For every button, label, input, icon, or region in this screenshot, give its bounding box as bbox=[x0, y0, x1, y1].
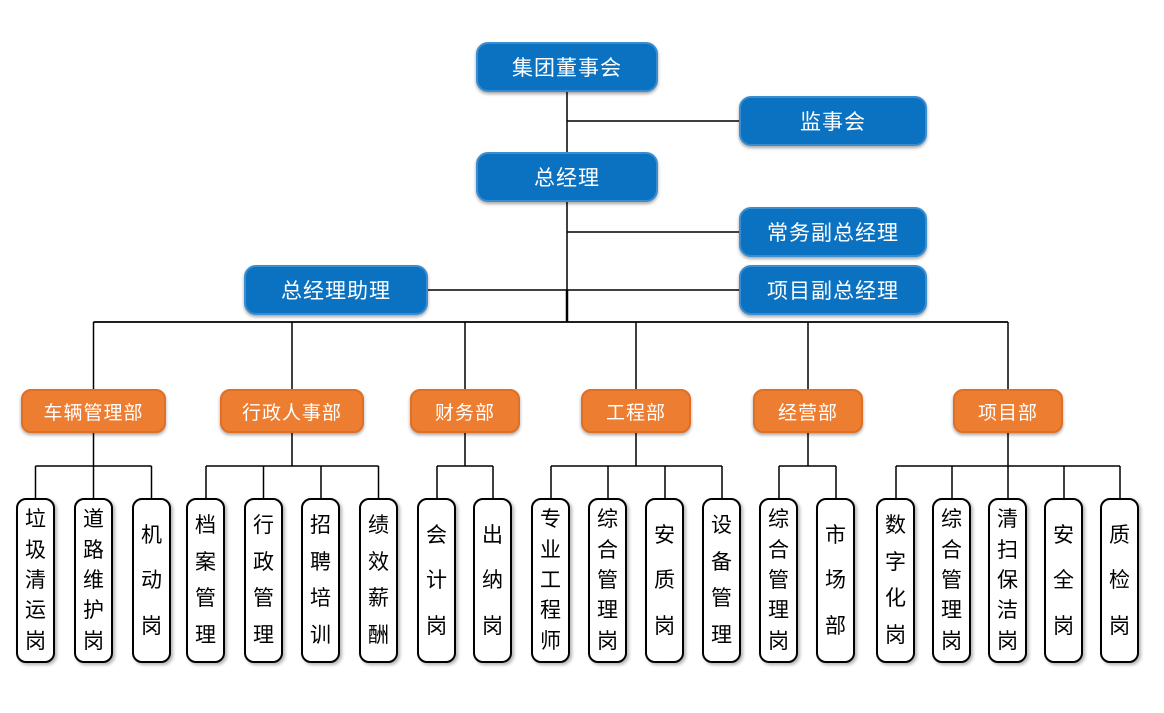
position-box: 机动岗 bbox=[132, 498, 171, 663]
general-manager-label: 总经理 bbox=[534, 167, 600, 190]
position-box: 会计岗 bbox=[417, 498, 456, 663]
position-label: 招聘培训 bbox=[310, 514, 331, 647]
supervisory-board-label: 监事会 bbox=[800, 111, 866, 134]
dept-project-box: 项目部 bbox=[953, 389, 1063, 433]
position-box: 招聘培训 bbox=[301, 498, 340, 663]
dept-label: 行政人事部 bbox=[241, 402, 342, 424]
position-label: 档案管理 bbox=[195, 514, 216, 647]
position-label: 出纳岗 bbox=[482, 523, 503, 638]
dept-label: 经营部 bbox=[777, 402, 838, 424]
position-box: 综合管理岗 bbox=[588, 498, 627, 663]
position-box: 出纳岗 bbox=[473, 498, 512, 663]
position-label: 综合管理岗 bbox=[768, 508, 789, 653]
position-label: 绩效薪酬 bbox=[368, 514, 389, 647]
gm-assistant-box: 总经理助理 bbox=[244, 265, 428, 315]
position-box: 档案管理 bbox=[186, 498, 225, 663]
position-box: 专业工程师 bbox=[531, 498, 570, 663]
position-label: 安质岗 bbox=[654, 523, 675, 638]
position-box: 市场部 bbox=[816, 498, 855, 663]
position-label: 设备管理 bbox=[711, 514, 732, 647]
position-box: 数字化岗 bbox=[876, 498, 915, 663]
dept-vehicle-management-box: 车辆管理部 bbox=[21, 389, 166, 433]
position-label: 专业工程师 bbox=[540, 508, 561, 653]
position-label: 道路维护岗 bbox=[83, 508, 104, 653]
position-box: 安全岗 bbox=[1044, 498, 1083, 663]
position-label: 安全岗 bbox=[1053, 523, 1074, 638]
position-label: 综合管理岗 bbox=[941, 508, 962, 653]
supervisory-board-box: 监事会 bbox=[739, 96, 927, 146]
position-label: 数字化岗 bbox=[885, 514, 906, 647]
dept-label: 车辆管理部 bbox=[43, 402, 144, 424]
board-box: 集团董事会 bbox=[476, 42, 658, 92]
executive-deputy-gm-label: 常务副总经理 bbox=[767, 222, 899, 245]
dept-finance-box: 财务部 bbox=[410, 389, 520, 433]
position-box: 清扫保洁岗 bbox=[988, 498, 1027, 663]
dept-label: 工程部 bbox=[605, 402, 666, 424]
position-box: 垃圾清运岗 bbox=[16, 498, 55, 663]
position-box: 道路维护岗 bbox=[74, 498, 113, 663]
dept-label: 财务部 bbox=[434, 402, 495, 424]
dept-label: 项目部 bbox=[977, 402, 1038, 424]
position-box: 设备管理 bbox=[702, 498, 741, 663]
position-label: 行政管理 bbox=[253, 514, 274, 647]
dept-business-box: 经营部 bbox=[753, 389, 863, 433]
position-box: 综合管理岗 bbox=[759, 498, 798, 663]
board-label: 集团董事会 bbox=[512, 57, 622, 80]
position-box: 质检岗 bbox=[1100, 498, 1139, 663]
general-manager-box: 总经理 bbox=[476, 152, 658, 202]
position-label: 会计岗 bbox=[426, 523, 447, 638]
project-deputy-gm-label: 项目副总经理 bbox=[767, 280, 899, 303]
executive-deputy-gm-box: 常务副总经理 bbox=[739, 207, 927, 257]
dept-engineering-box: 工程部 bbox=[581, 389, 691, 433]
position-box: 安质岗 bbox=[645, 498, 684, 663]
position-box: 绩效薪酬 bbox=[359, 498, 398, 663]
dept-admin-hr-box: 行政人事部 bbox=[220, 389, 364, 433]
position-label: 综合管理岗 bbox=[597, 508, 618, 653]
gm-assistant-label: 总经理助理 bbox=[281, 280, 391, 303]
position-label: 垃圾清运岗 bbox=[25, 508, 46, 653]
position-box: 综合管理岗 bbox=[932, 498, 971, 663]
position-box: 行政管理 bbox=[244, 498, 283, 663]
position-label: 质检岗 bbox=[1109, 523, 1130, 638]
project-deputy-gm-box: 项目副总经理 bbox=[739, 265, 927, 315]
position-label: 清扫保洁岗 bbox=[997, 508, 1018, 653]
position-label: 市场部 bbox=[825, 523, 846, 638]
position-label: 机动岗 bbox=[141, 523, 162, 638]
